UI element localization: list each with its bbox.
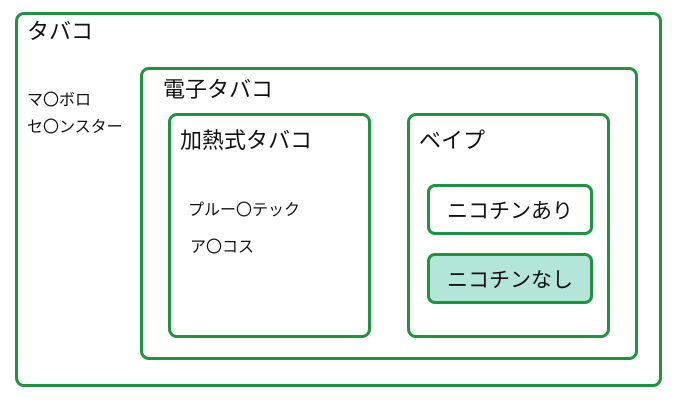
e-tobacco-category-title: 電子タバコ	[163, 78, 274, 103]
vape-title: ベイプ	[419, 129, 486, 154]
tobacco-item-1: マ〇ボロ	[27, 90, 92, 109]
heated-tobacco-box	[168, 113, 371, 338]
vape-option-without-nicotine: ニコチンなし	[427, 253, 593, 304]
heated-tobacco-title: 加熱式タバコ	[180, 129, 313, 154]
tobacco-item-2: セ〇ンスター	[27, 117, 123, 136]
heated-tobacco-item-2: ア〇コス	[190, 237, 255, 256]
tobacco-category-title: タバコ	[27, 20, 94, 45]
vape-option-with-nicotine: ニコチンあり	[427, 184, 593, 235]
heated-tobacco-item-1: プルー〇テック	[188, 200, 301, 219]
